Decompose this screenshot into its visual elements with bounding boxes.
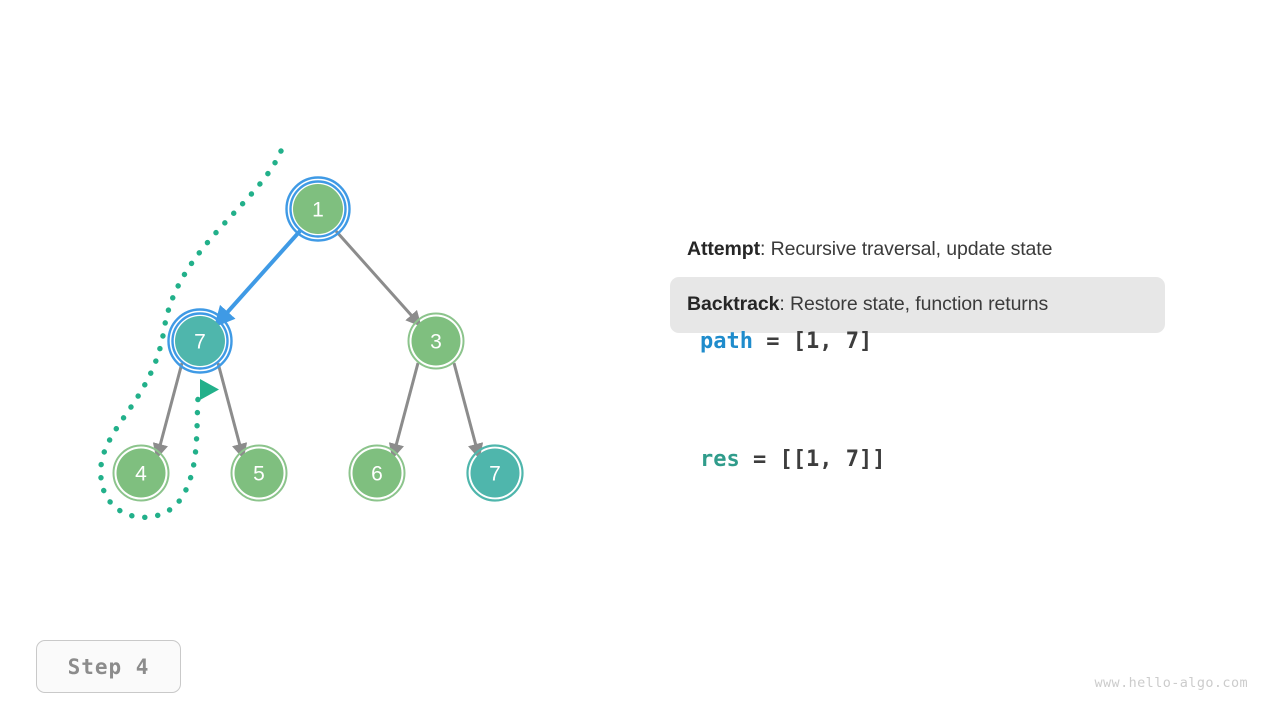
binary-tree-graphic: 1 7 3 4 5 6	[98, 148, 524, 521]
tree-node-7-left-label: 7	[194, 331, 206, 354]
edge-3-to-7	[452, 362, 484, 460]
path-variable-value: [1, 7]	[792, 329, 873, 354]
edge-7-to-5	[216, 362, 248, 460]
res-variable-equals: =	[739, 447, 780, 472]
backtrack-row: Backtrack: Restore state, function retur…	[670, 277, 1165, 333]
tree-node-5-label: 5	[253, 463, 265, 486]
edge-1-to-7	[213, 229, 302, 328]
tree-node-5[interactable]: 5	[230, 444, 288, 502]
backtrack-dotted-path	[98, 148, 284, 521]
backtrack-line: Backtrack: Restore state, function retur…	[687, 288, 1148, 321]
tree-node-7-right[interactable]: 7	[466, 444, 524, 502]
backtrack-text: Restore state, function returns	[789, 293, 1049, 316]
edge-3-to-6	[388, 362, 420, 460]
footer-url: www.hello-algo.com	[1094, 675, 1248, 691]
tree-node-1-label: 1	[312, 199, 324, 222]
edge-7-to-4	[152, 362, 184, 460]
tree-node-3[interactable]: 3	[407, 312, 465, 370]
tree-node-6[interactable]: 6	[348, 444, 406, 502]
res-variable-value: [[1, 7]]	[779, 447, 886, 472]
step-badge: Step 4	[36, 640, 181, 693]
tree-node-1[interactable]: 1	[285, 176, 351, 242]
res-variable-name: res	[700, 447, 740, 472]
path-variable-line: path = [1, 7]	[700, 329, 872, 354]
attempt-text: Recursive traversal, update state	[770, 238, 1053, 260]
tree-node-4-label: 4	[135, 463, 147, 486]
tree-edges	[152, 229, 484, 460]
cursor-marker-icon	[200, 379, 219, 400]
attempt-term: Attempt	[687, 238, 760, 260]
attempt-row: Attempt: Recursive traversal, update sta…	[670, 222, 1207, 277]
tree-node-3-label: 3	[430, 331, 442, 354]
tree-node-7-right-label: 7	[489, 463, 501, 486]
attempt-separator: :	[759, 238, 771, 260]
path-variable-name: path	[700, 329, 753, 354]
path-variable-equals: =	[752, 329, 793, 354]
tree-node-4[interactable]: 4	[112, 444, 170, 502]
attempt-line: Attempt: Recursive traversal, update sta…	[687, 233, 1190, 266]
tree-node-7-left[interactable]: 7	[167, 308, 233, 374]
tree-node-6-label: 6	[371, 463, 383, 486]
edge-1-to-3	[334, 230, 422, 327]
res-variable-line: res = [[1, 7]]	[700, 447, 885, 472]
backtrack-term: Backtrack	[687, 293, 780, 316]
step-badge-label: Step 4	[67, 654, 150, 679]
explanation-panel: Attempt: Recursive traversal, update sta…	[670, 222, 1207, 333]
backtrack-separator: :	[779, 293, 790, 316]
